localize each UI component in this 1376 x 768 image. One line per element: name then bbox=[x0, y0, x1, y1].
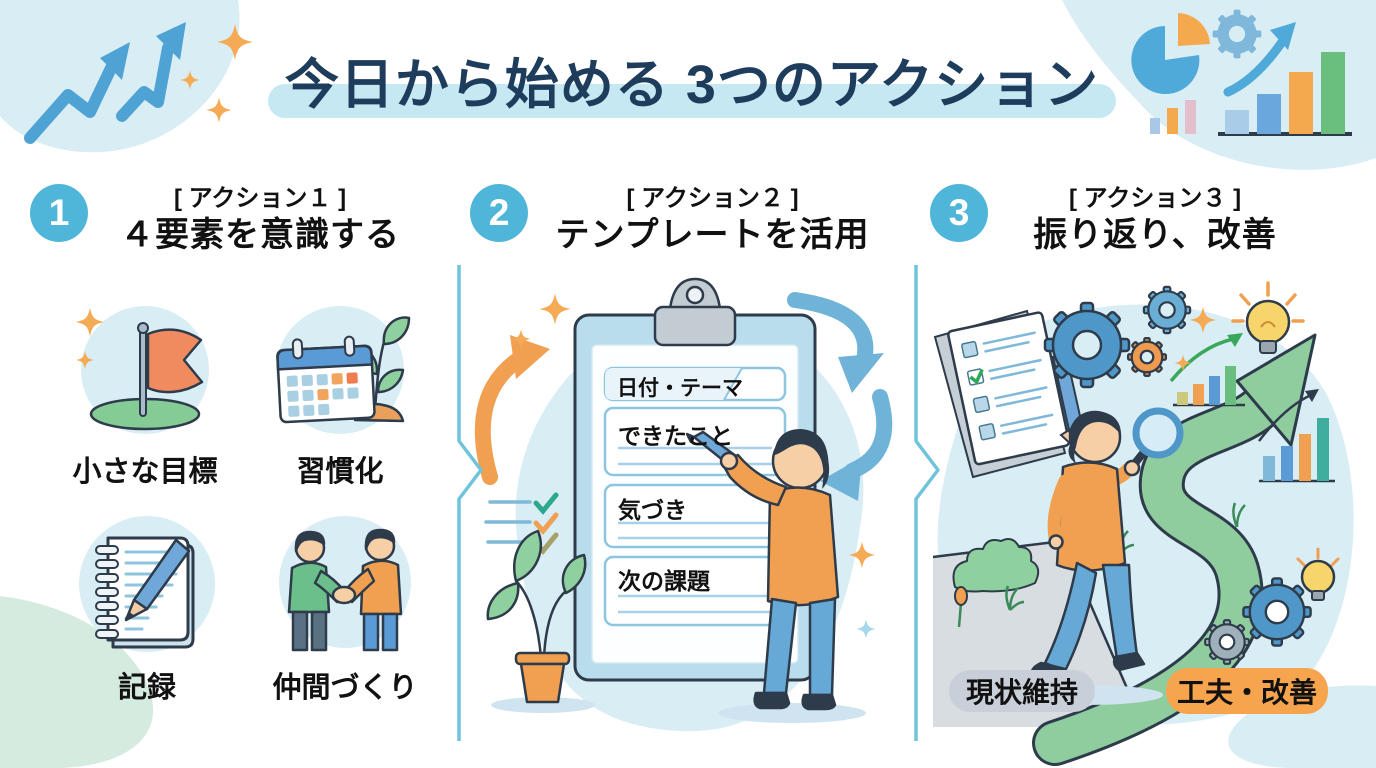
notebook-pen-icon bbox=[79, 516, 215, 652]
element-label: 仲間づくり bbox=[272, 672, 418, 704]
element-label: 記録 bbox=[117, 672, 176, 704]
badge-label: 工夫・改善 bbox=[1176, 677, 1317, 708]
template-field-label: 日付・テーマ bbox=[617, 377, 743, 400]
status-badge-keep: 現状維持 bbox=[949, 670, 1095, 712]
section-heading: ４要素を意識する bbox=[120, 216, 400, 254]
section-heading: 振り返り、改善 bbox=[1033, 216, 1277, 254]
element-label: 小さな目標 bbox=[72, 456, 218, 488]
section-tag: [ アクション３ ] bbox=[1068, 185, 1242, 212]
template-field-label: 次の課題 bbox=[618, 568, 710, 594]
person-writing-icon bbox=[685, 429, 866, 723]
element-item-habit: 習慣化 bbox=[242, 300, 438, 490]
bar-chart-icon bbox=[1218, 22, 1352, 136]
handshake-icon bbox=[279, 516, 411, 652]
light-bulb-icon bbox=[1296, 547, 1340, 601]
cycle-arrow-icon bbox=[474, 335, 550, 485]
step-number-badge: 1 bbox=[30, 184, 88, 242]
column-divider bbox=[914, 265, 940, 741]
gear-icon bbox=[1142, 285, 1192, 335]
section-header-2: 2 [ アクション２ ] テンプレートを活用 bbox=[470, 184, 885, 257]
gear-icon bbox=[1204, 619, 1250, 665]
element-item-goal: 小さな目標 bbox=[47, 300, 243, 490]
analytics-decoration bbox=[1131, 9, 1352, 136]
sparkle-icon bbox=[856, 619, 876, 639]
gear-icon bbox=[1212, 9, 1262, 59]
gear-icon bbox=[1242, 577, 1312, 647]
section-header-1: 1 [ アクション１ ] ４要素を意識する bbox=[30, 184, 420, 257]
section-tag: [ アクション１ ] bbox=[173, 185, 347, 212]
pie-chart-icon bbox=[1131, 13, 1210, 94]
gear-icon bbox=[1126, 336, 1168, 378]
trend-arrowheads bbox=[100, 22, 186, 80]
growth-arrows-decoration bbox=[24, 22, 253, 144]
bar-chart-icon bbox=[1258, 389, 1335, 483]
section-header-3: 3 [ アクション３ ] 振り返り、改善 bbox=[930, 184, 1310, 257]
sparkle-icon bbox=[180, 24, 253, 123]
light-bulb-icon bbox=[1231, 281, 1305, 354]
bar-chart-icon bbox=[1169, 333, 1245, 407]
step-number: 1 bbox=[48, 192, 70, 233]
document-check-icon bbox=[933, 309, 1084, 479]
cycle-arrow-icon bbox=[787, 292, 893, 501]
template-scene bbox=[474, 277, 893, 732]
column-divider bbox=[457, 265, 483, 741]
potted-plant-icon bbox=[486, 529, 595, 713]
template-field-label: できたこと bbox=[618, 423, 733, 449]
page-title: 今日から始める 3つのアクション bbox=[284, 55, 1100, 115]
calendar-sprout-icon bbox=[276, 306, 411, 434]
element-item-companions: 仲間づくり bbox=[247, 508, 443, 706]
element-label: 習慣化 bbox=[296, 456, 384, 488]
review-scene bbox=[932, 281, 1354, 766]
goal-flag-icon bbox=[75, 306, 209, 434]
title-highlight-bar bbox=[268, 84, 1116, 118]
step-number-badge: 3 bbox=[930, 184, 988, 242]
gear-icon bbox=[1043, 301, 1131, 389]
element-item-record: 記録 bbox=[49, 508, 245, 706]
trend-arrow-icon bbox=[24, 42, 174, 144]
section-tag: [ アクション２ ] bbox=[626, 185, 799, 212]
clipboard-icon bbox=[573, 277, 817, 682]
section-heading: テンプレートを活用 bbox=[555, 216, 870, 254]
badge-label: 現状維持 bbox=[965, 677, 1078, 708]
blob-bottom-left bbox=[0, 596, 154, 768]
status-badge-improve: 工夫・改善 bbox=[1166, 668, 1328, 714]
step-number: 2 bbox=[488, 192, 510, 233]
template-field-label: 気づき bbox=[618, 497, 687, 523]
step-number-badge: 2 bbox=[470, 184, 528, 242]
step-number: 3 bbox=[948, 192, 970, 233]
bar-chart-icon bbox=[1150, 100, 1196, 134]
